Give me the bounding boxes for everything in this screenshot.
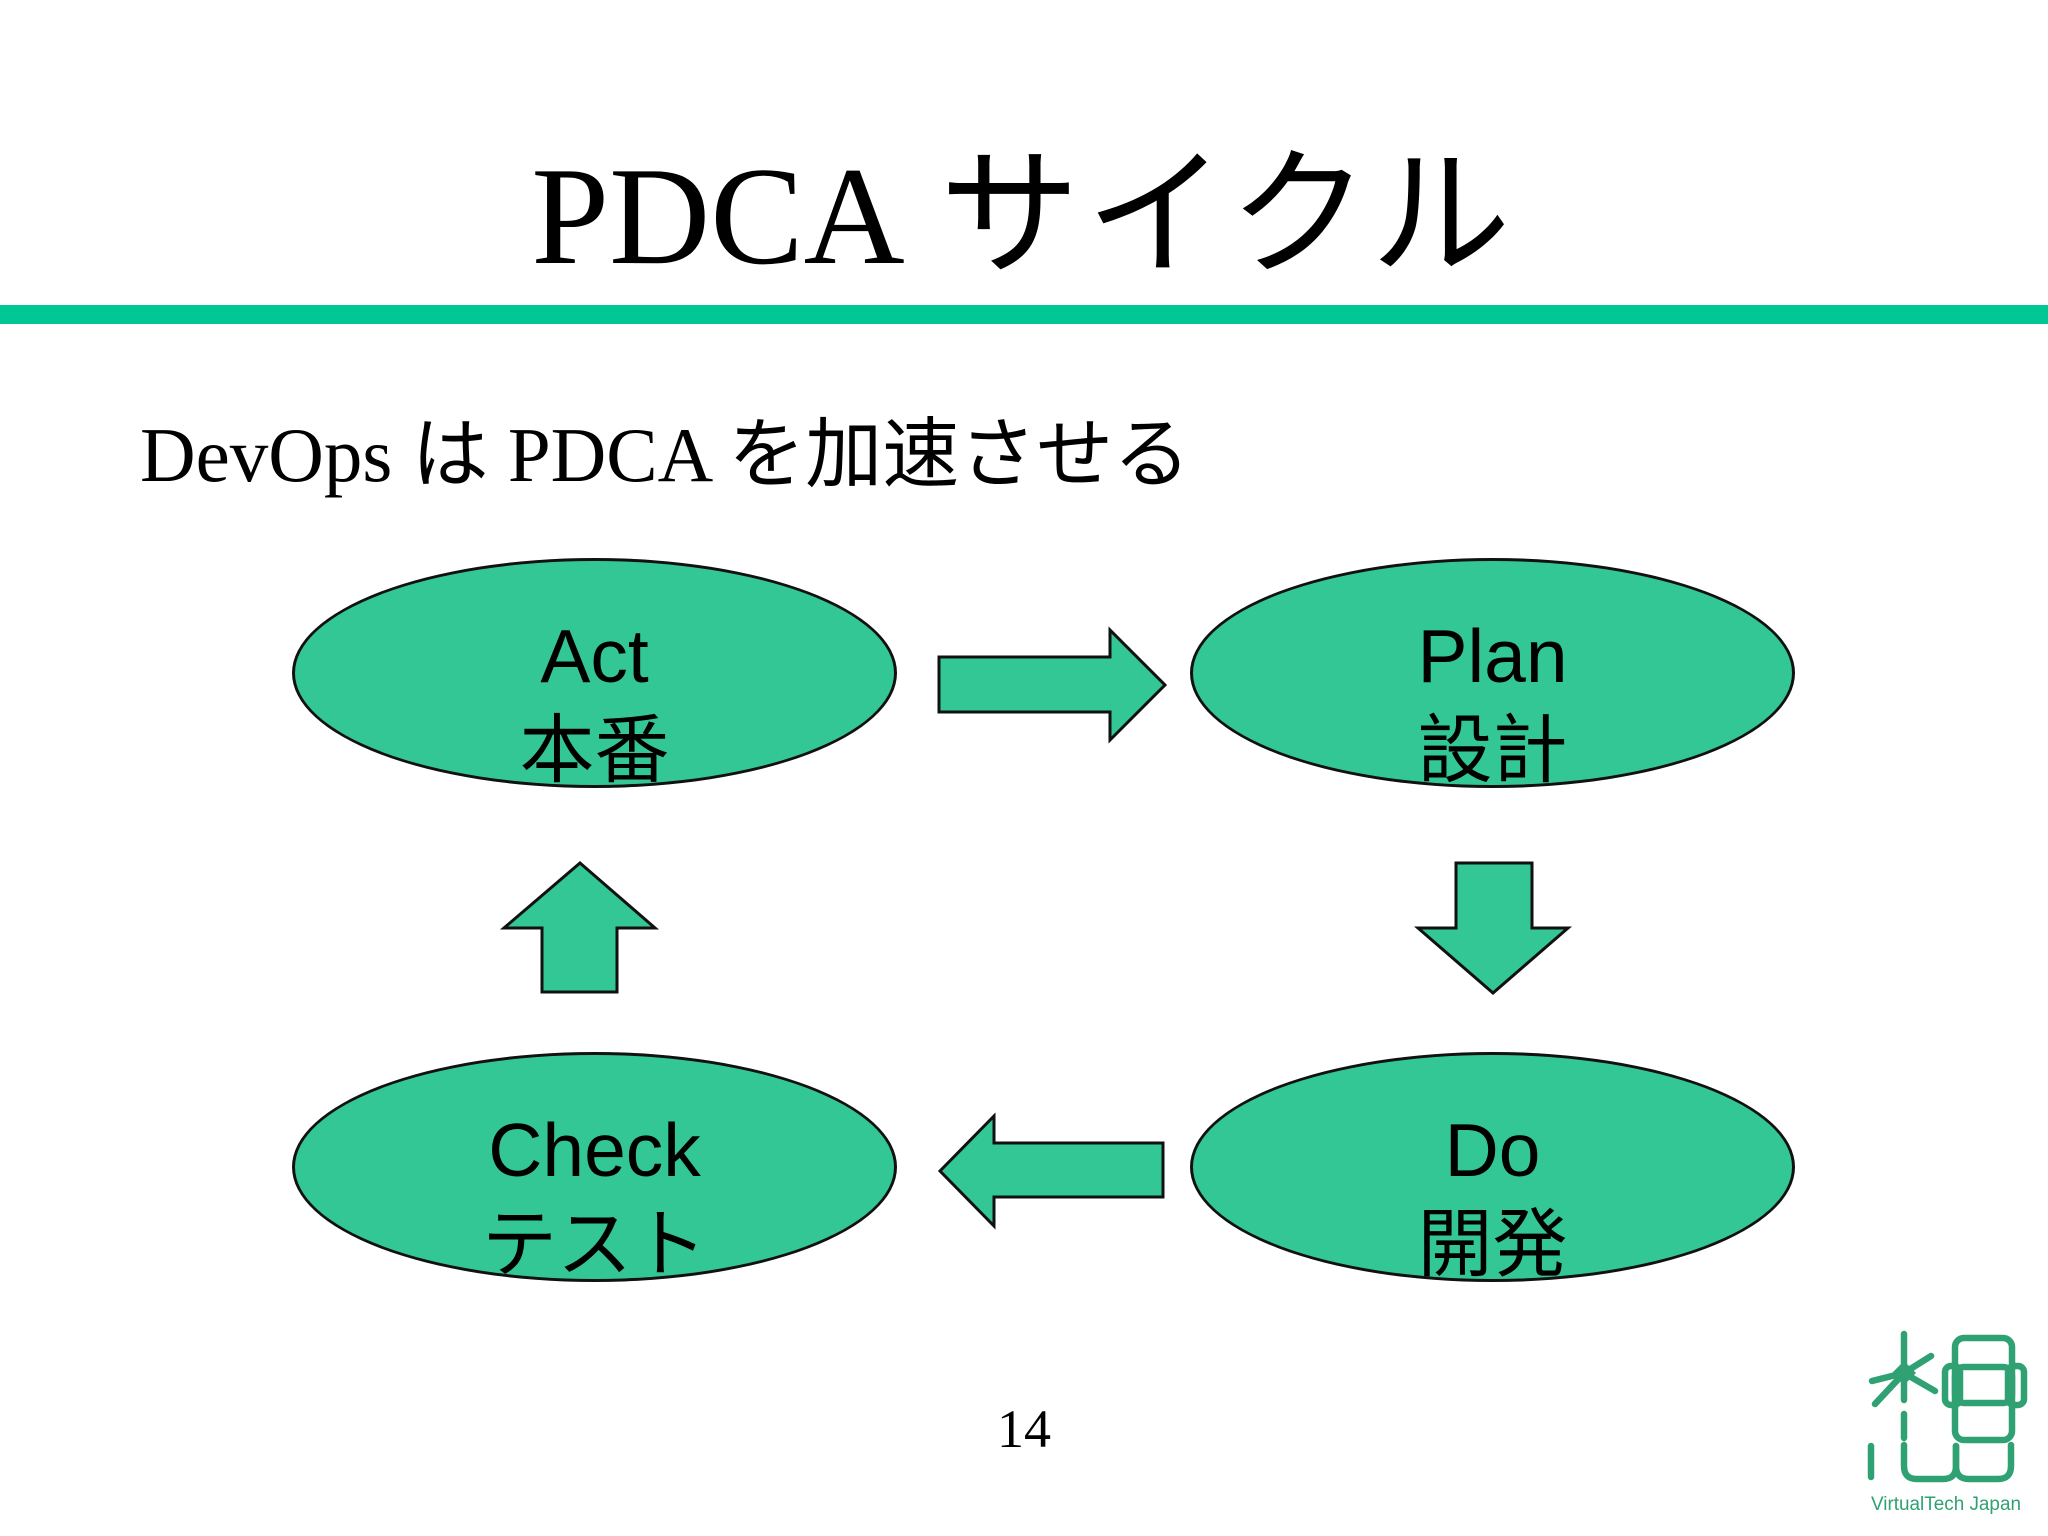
node-plan: Plan 設計	[1190, 558, 1795, 792]
arrow-check-to-act-icon	[499, 861, 660, 994]
arrow-plan-to-do-icon	[1413, 861, 1573, 995]
logo-text: VirtualTech Japan	[1871, 1494, 2021, 1515]
node-plan-label-en: Plan	[1417, 614, 1568, 698]
node-plan-label: Plan 設計	[1193, 609, 1792, 797]
node-act-label-en: Act	[540, 614, 649, 698]
node-check: Check テスト	[292, 1052, 897, 1286]
node-do: Do 開発	[1190, 1052, 1795, 1286]
title-space	[905, 139, 940, 294]
title-latin: PDCA	[531, 139, 905, 294]
virtualtech-japan-logo: VirtualTech Japan	[1867, 1330, 2028, 1515]
arrow-act-to-plan-icon	[937, 626, 1168, 744]
node-check-label-jp: テスト	[481, 1202, 707, 1286]
subtitle-text: DevOps は PDCA を加速させる	[140, 412, 1191, 498]
logo-mark-icon	[1867, 1330, 2028, 1483]
node-act-label-jp: 本番	[519, 708, 670, 792]
arrow-do-to-check-icon	[937, 1112, 1165, 1230]
node-plan-label-jp: 設計	[1417, 708, 1568, 792]
node-do-label-en: Do	[1444, 1108, 1541, 1192]
node-check-label: Check テスト	[295, 1103, 894, 1291]
logo-star-center	[1892, 1361, 1916, 1385]
page-title: PDCA サイクル	[0, 140, 2048, 292]
node-check-label-en: Check	[488, 1108, 701, 1192]
title-japanese: サイクル	[939, 136, 1517, 293]
page-number: 14	[997, 1399, 1051, 1459]
node-do-label: Do 開発	[1193, 1103, 1792, 1291]
title-underline-bar	[0, 305, 2048, 324]
node-do-label-jp: 開発	[1417, 1202, 1568, 1286]
node-act-label: Act 本番	[295, 609, 894, 797]
node-act: Act 本番	[292, 558, 897, 792]
